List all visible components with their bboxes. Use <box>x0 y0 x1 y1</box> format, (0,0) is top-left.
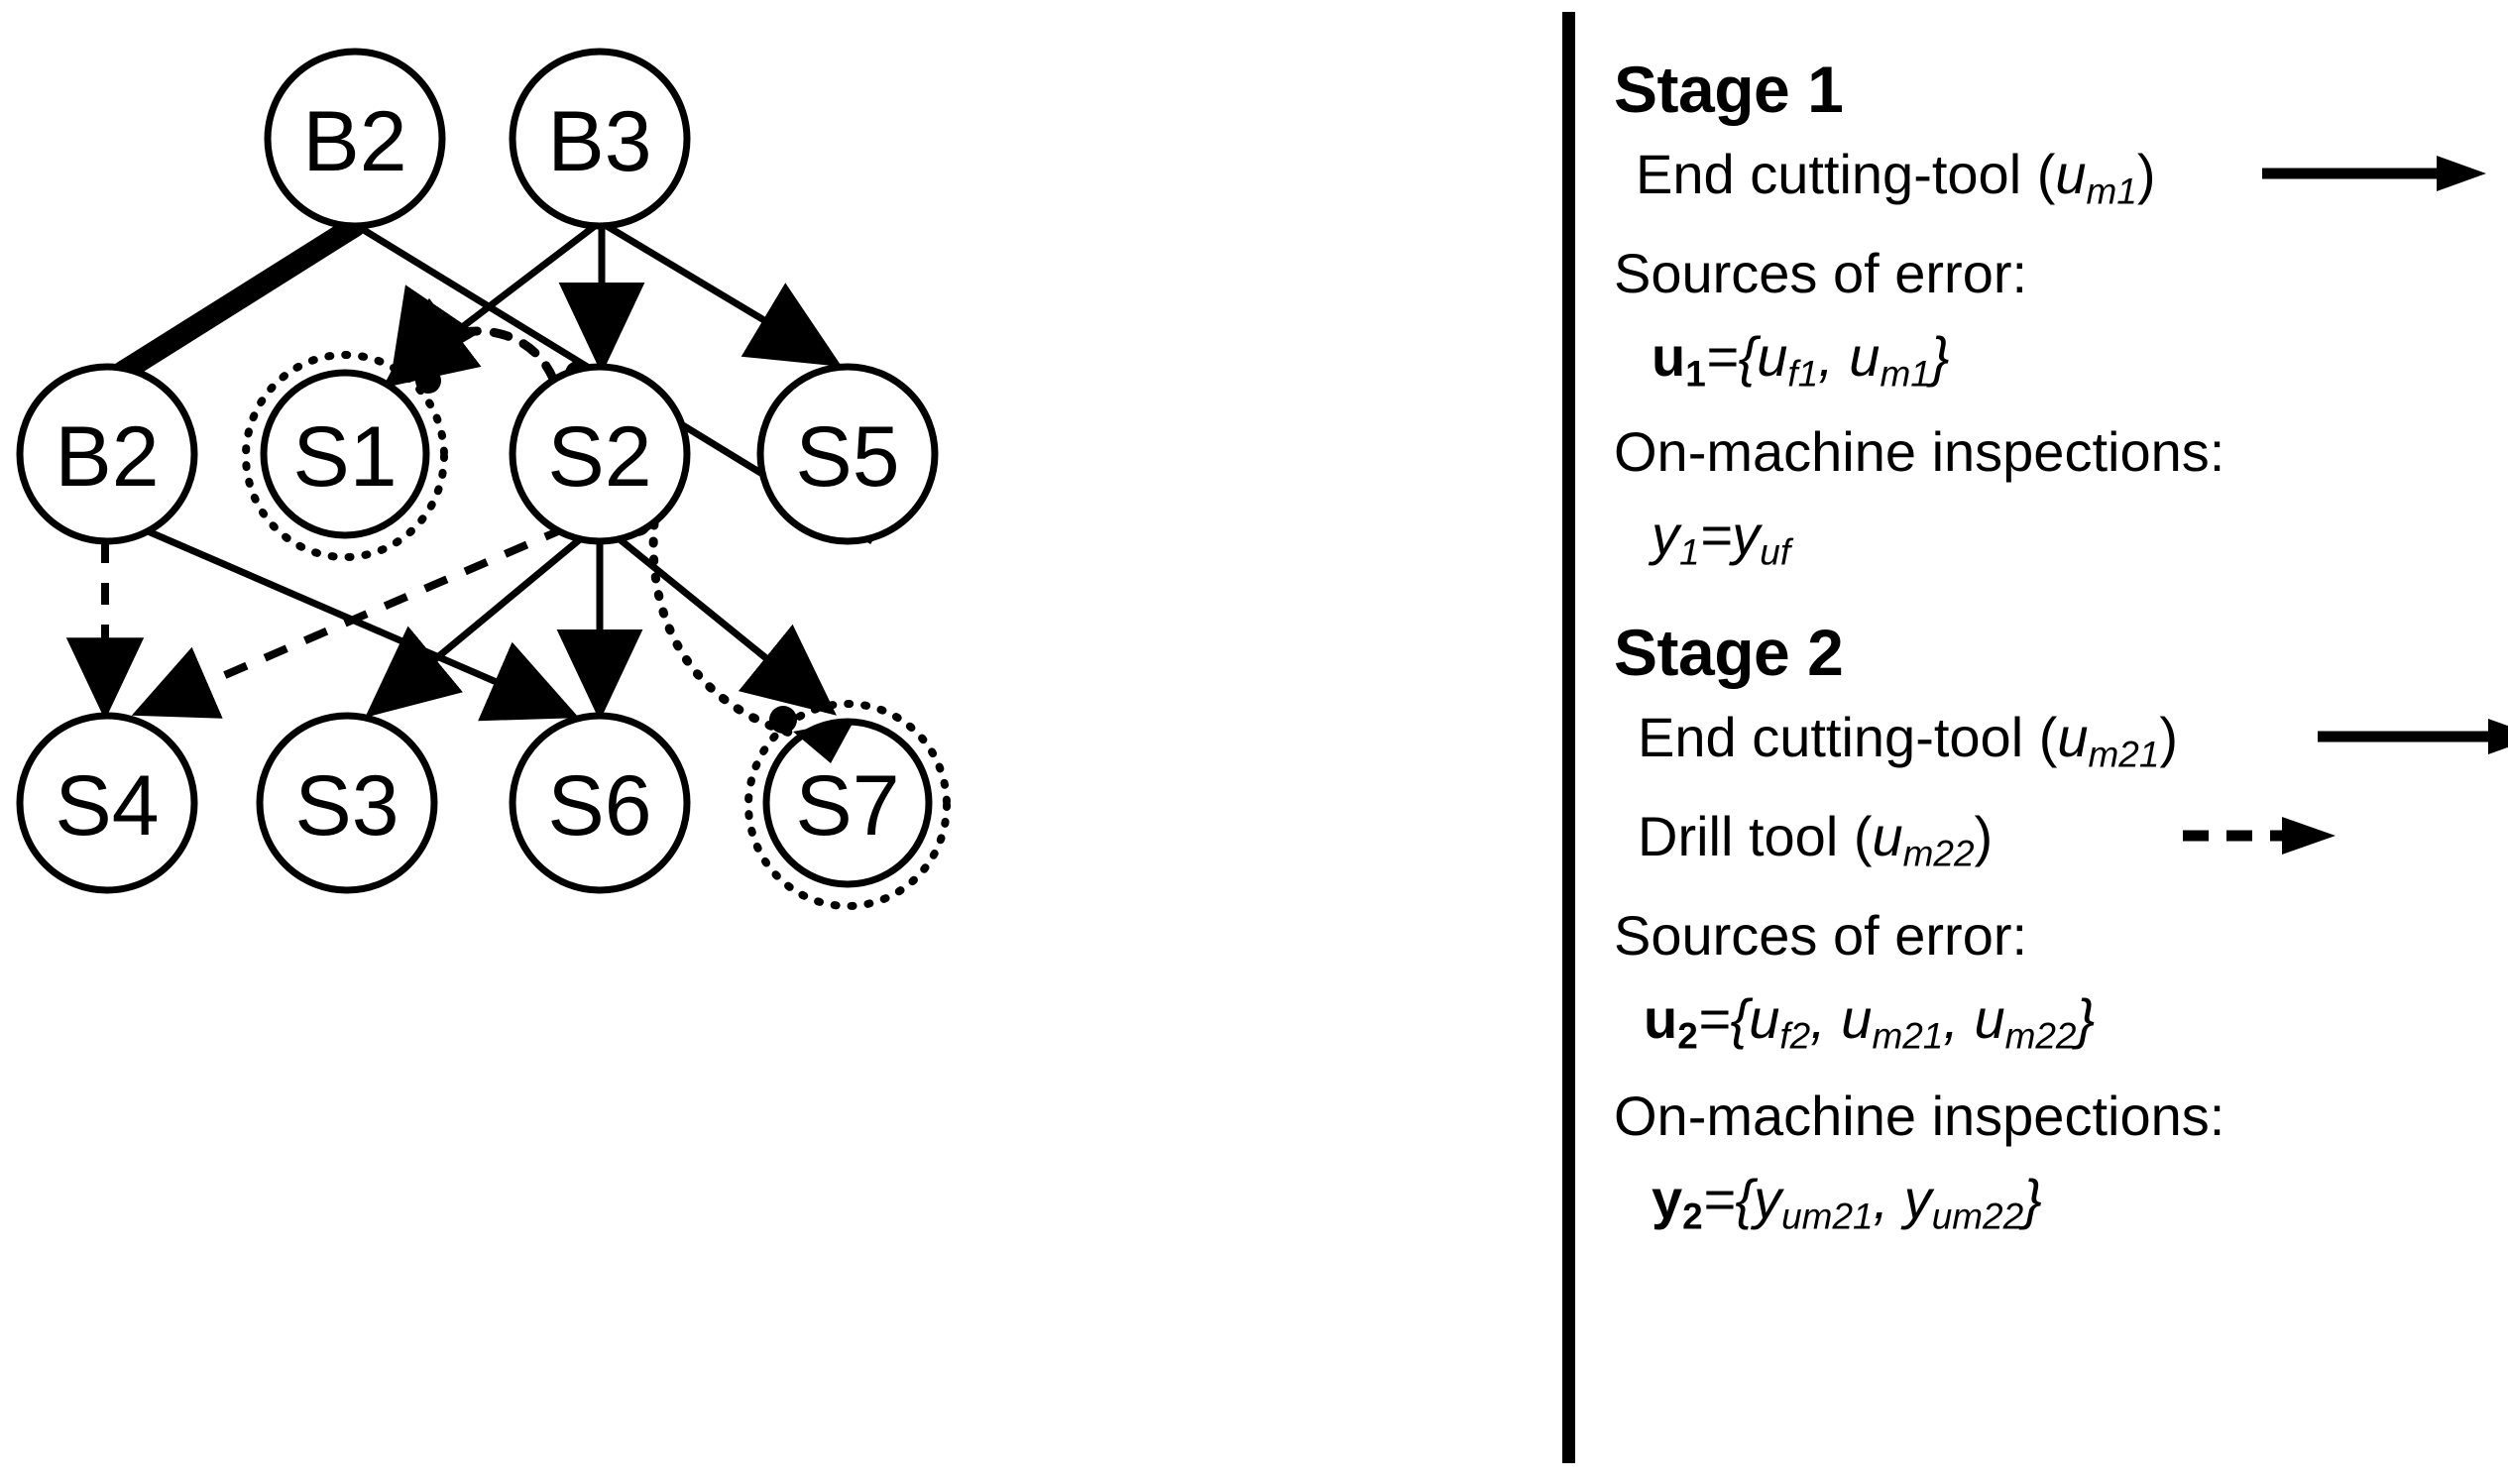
stage-2-tool-0-label-prefix: End cutting-tool ( <box>1638 706 2058 768</box>
edge-b3top-to-s5 <box>605 222 843 367</box>
stage-2-tool-0-label-suffix: ) <box>2159 706 2179 768</box>
node-s6[interactable]: S6 <box>509 712 691 894</box>
edge-b2top-to-b2mid <box>112 215 366 383</box>
stage-2-tool-1-label-prefix: Drill tool ( <box>1638 805 1873 867</box>
node-layer: B2 B3 B2 S1 <box>16 48 951 910</box>
node-circle <box>264 48 446 230</box>
stage-1-sources-value: u1={uf1, um1} <box>1652 325 1950 395</box>
node-circle <box>509 363 691 545</box>
stage-1-tool-subscript: m1 <box>2086 171 2137 212</box>
node-label: B2 <box>302 94 406 189</box>
stage-2-tool-1-subscript: m22 <box>1902 833 1975 874</box>
edge-s2-to-s7 <box>617 536 837 716</box>
node-label: B3 <box>547 94 651 189</box>
node-label: B2 <box>55 409 159 505</box>
node-circle <box>256 712 438 894</box>
node-s1[interactable]: S1 <box>242 351 448 561</box>
node-s4[interactable]: S4 <box>16 712 198 894</box>
stage-1-solid-arrow-icon <box>2262 156 2486 191</box>
graph-canvas: B2 B3 B2 S1 <box>16 48 951 910</box>
arrowhead-into-s7 <box>793 720 855 763</box>
stage-1-sources-heading: Sources of error: <box>1614 242 2028 304</box>
node-circle <box>509 48 691 230</box>
origin-dot-s7 <box>769 706 797 734</box>
stage-1-tool-label-prefix: End cutting-tool ( <box>1636 143 2056 205</box>
node-label: S4 <box>55 758 159 854</box>
node-b2-top[interactable]: B2 <box>264 48 446 230</box>
node-circle <box>16 363 198 545</box>
node-label: S5 <box>795 409 899 505</box>
stage-2-inspections-value: y2={yum21, yum22} <box>1652 1168 2042 1237</box>
legend-panel: Stage 1 End cutting-tool (um1) Sources o… <box>1586 0 2508 1484</box>
stage-2-dashed-arrow-icon <box>2183 817 2336 855</box>
node-circle <box>756 363 939 545</box>
node-s5[interactable]: S5 <box>756 363 939 545</box>
node-label: S1 <box>292 409 397 505</box>
node-b3-top[interactable]: B3 <box>509 48 691 230</box>
edge-s2-to-s4 <box>131 523 569 719</box>
edge-s2-to-s3 <box>365 536 583 718</box>
node-outer-dotted-ring <box>242 351 448 561</box>
node-s3[interactable]: S3 <box>256 712 438 894</box>
node-circle <box>260 369 430 539</box>
stage-1-inspections-heading: On-machine inspections: <box>1614 420 2225 483</box>
stage-2-tool-1-symbol: u <box>1872 805 1903 867</box>
node-label: S2 <box>547 409 651 505</box>
stage-2-sources-value: u2={uf2, um21, um22} <box>1644 987 2096 1057</box>
stage-1-title: Stage 1 <box>1614 53 1844 126</box>
stage-2-tool-0-subscript: m21 <box>2088 734 2160 775</box>
stage-2-solid-arrow-icon <box>2318 719 2508 754</box>
bayesian-network-graph: B2 B3 B2 S1 <box>16 48 951 910</box>
node-outer-dotted-ring <box>744 700 951 910</box>
stage-2-sources-heading: Sources of error: <box>1614 904 2028 967</box>
node-label: S7 <box>795 758 899 854</box>
node-circle <box>509 712 691 894</box>
stage-2-title: Stage 2 <box>1614 616 1844 689</box>
stage-2-tool-0-symbol: u <box>2057 706 2089 768</box>
stage-1-tool-end-cutting: End cutting-tool (um1) <box>1636 147 2156 210</box>
edge-s2-to-s1-arc <box>389 285 558 387</box>
stage-2-inspections-heading: On-machine inspections: <box>1614 1084 2225 1147</box>
edge-layer <box>65 215 874 739</box>
node-s7[interactable]: S7 <box>744 700 951 910</box>
stage-2-tool-1-label-suffix: ) <box>1974 805 1994 867</box>
node-s2[interactable]: S2 <box>509 363 691 545</box>
node-circle <box>16 712 198 894</box>
panel-divider <box>1562 12 1575 1463</box>
node-label: S6 <box>547 758 651 854</box>
node-b2-mid[interactable]: B2 <box>16 363 198 545</box>
stage-1-tool-label-suffix: ) <box>2136 143 2156 205</box>
stage-2-tool-drill: Drill tool (um22) <box>1638 809 1993 872</box>
stage-2-tool-end-cutting: End cutting-tool (um21) <box>1638 710 2178 773</box>
stage-1-inspections-value: y1=yuf <box>1652 504 1791 573</box>
arrowhead-overlays <box>793 720 855 763</box>
edge-s2-to-s7-arc <box>648 518 798 739</box>
stage-1-tool-symbol: u <box>2055 143 2087 205</box>
node-label: S3 <box>294 758 399 854</box>
